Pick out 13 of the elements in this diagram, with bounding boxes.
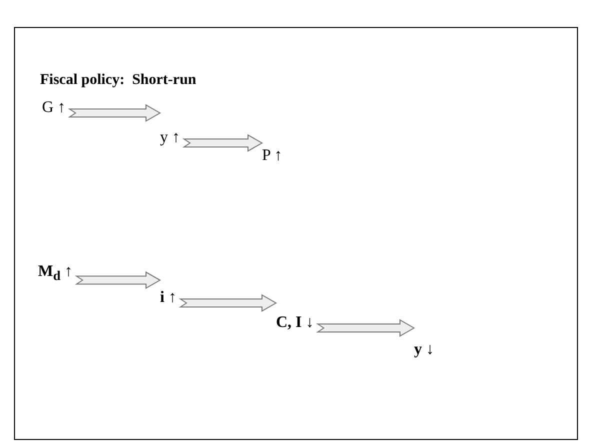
variable-label: G ↑ (42, 98, 66, 118)
block-arrow (178, 294, 277, 312)
block-arrow (68, 104, 161, 122)
block-arrow (74, 271, 161, 289)
variable-label: y ↑ (160, 128, 180, 148)
variable-label: i ↑ (160, 288, 176, 308)
block-arrow (316, 319, 415, 337)
slide-title: Fiscal policy: Short-run (40, 72, 196, 89)
variable-label: P ↑ (262, 146, 282, 166)
block-arrow (182, 134, 263, 152)
variable-label: M$_{d}$ ↑ (38, 262, 73, 286)
variable-label: C, I ↓ (276, 313, 314, 333)
variable-label: y ↓ (414, 340, 434, 360)
